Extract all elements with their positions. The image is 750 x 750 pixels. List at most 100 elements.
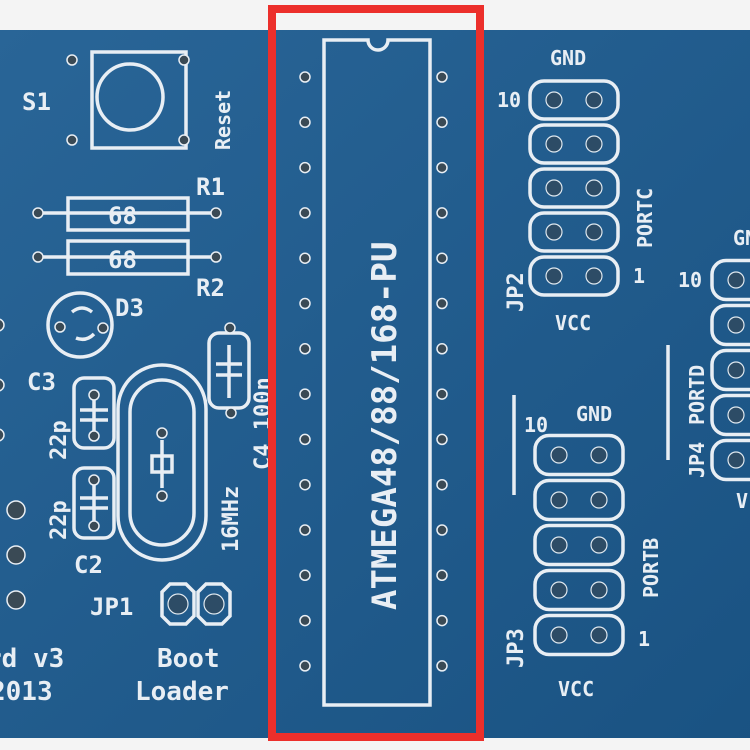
r1-label: R1 — [196, 173, 225, 201]
jp4-vcc-label: V — [736, 489, 748, 513]
chip-pin — [436, 161, 448, 174]
header-row-outline — [528, 167, 620, 209]
jumper-jp1 — [160, 582, 232, 626]
edge-holes — [0, 318, 26, 610]
chip-pin — [436, 297, 448, 310]
chip-pins — [299, 71, 448, 672]
chip-pin — [436, 71, 448, 83]
jp2-pin1-label: 1 — [633, 264, 645, 288]
chip-pin — [299, 614, 311, 627]
jp4-port-label: PORTD — [685, 365, 709, 425]
crystal-16mhz — [116, 363, 208, 562]
chip-pin — [436, 569, 448, 582]
chip-pin — [299, 252, 311, 264]
chip-pin — [299, 569, 311, 582]
header-pin — [727, 361, 745, 379]
header-pin — [727, 451, 745, 469]
jp3-name-label: JP3 — [504, 628, 529, 668]
chip-pin — [436, 614, 448, 627]
header-pin — [550, 626, 568, 644]
chip-pin — [436, 343, 448, 355]
header-jp2 — [528, 79, 620, 297]
capacitor-c4 — [207, 322, 251, 419]
header-row-outline — [533, 523, 625, 567]
header-row-outline — [710, 303, 750, 347]
s1-label: S1 — [22, 88, 51, 116]
c2-value: 22p — [47, 500, 72, 540]
crystal-label: 16MHz — [219, 486, 244, 552]
led-d3 — [46, 291, 114, 359]
header-pin — [727, 316, 745, 334]
jp2-port-label: PORTC — [633, 188, 657, 248]
header-pin — [550, 536, 568, 554]
reset-button-s1 — [66, 50, 190, 150]
chip-pin — [436, 207, 448, 219]
header-row-outline — [533, 613, 625, 657]
header-row-outline — [710, 258, 750, 302]
header-pin — [550, 491, 568, 509]
header-pin — [727, 406, 745, 424]
chip-pin — [299, 297, 311, 310]
boot-label: Boot — [157, 644, 220, 674]
board-name-label: rd v3 — [0, 644, 64, 674]
jp3-pin10-label: 10 — [524, 413, 548, 437]
jp3-vcc-label: VCC — [558, 677, 594, 701]
chip-pin — [436, 524, 448, 536]
header-row-outline — [528, 255, 620, 297]
header-jp3 — [533, 433, 625, 657]
header-pin — [545, 135, 563, 153]
c3-value: 22p — [47, 420, 72, 460]
header-jp4 — [710, 258, 750, 482]
header-row-outline — [533, 433, 625, 477]
header-row-outline — [528, 79, 620, 121]
jp4-gnd-label: GN — [733, 226, 750, 250]
chip-label: ATMEGA48/88/168-PU — [365, 242, 405, 610]
jp3-port-label: PORTB — [639, 538, 663, 598]
header-row-outline — [528, 211, 620, 253]
chip-pin — [436, 433, 448, 446]
year-label: 2013 — [0, 677, 53, 707]
jp2-vcc-label: VCC — [555, 311, 591, 335]
chip-pin — [436, 252, 448, 264]
chip-pin — [299, 71, 311, 83]
chip-pin — [436, 388, 448, 400]
chip-pin — [299, 524, 311, 536]
jp2-name-label: JP2 — [504, 272, 529, 312]
header-pin — [585, 91, 603, 109]
jp4-pin10-label: 10 — [678, 268, 702, 292]
jp4-name-label: JP4 — [685, 442, 709, 478]
header-row-outline — [528, 123, 620, 165]
d3-label: D3 — [115, 294, 144, 322]
chip-pin — [299, 343, 311, 355]
header-pin — [585, 267, 603, 285]
capacitor-c2 — [72, 466, 116, 540]
jp2-gnd-label: GND — [550, 46, 586, 70]
r1-value: 68 — [108, 202, 137, 230]
chip-pin — [299, 660, 311, 672]
header-pin — [585, 135, 603, 153]
header-pin — [590, 536, 608, 554]
chip-pin — [436, 116, 448, 129]
header-row-outline — [710, 348, 750, 392]
chip-pin — [299, 161, 311, 174]
chip-pin — [299, 433, 311, 446]
header-pin — [550, 581, 568, 599]
header-row-outline — [710, 393, 750, 437]
c3-label: C3 — [27, 368, 56, 396]
header-pin — [590, 626, 608, 644]
r2-value: 68 — [108, 246, 137, 274]
header-pin — [545, 267, 563, 285]
header-pin — [590, 491, 608, 509]
header-row-outline — [533, 478, 625, 522]
header-pin — [545, 179, 563, 197]
header-pin — [545, 91, 563, 109]
chip-pin — [299, 207, 311, 219]
atmega-chip-footprint — [322, 38, 432, 707]
chip-pin — [299, 116, 311, 129]
header-pin — [590, 581, 608, 599]
chip-pin — [436, 660, 448, 672]
header-pin — [550, 446, 568, 464]
header-pin — [727, 271, 745, 289]
